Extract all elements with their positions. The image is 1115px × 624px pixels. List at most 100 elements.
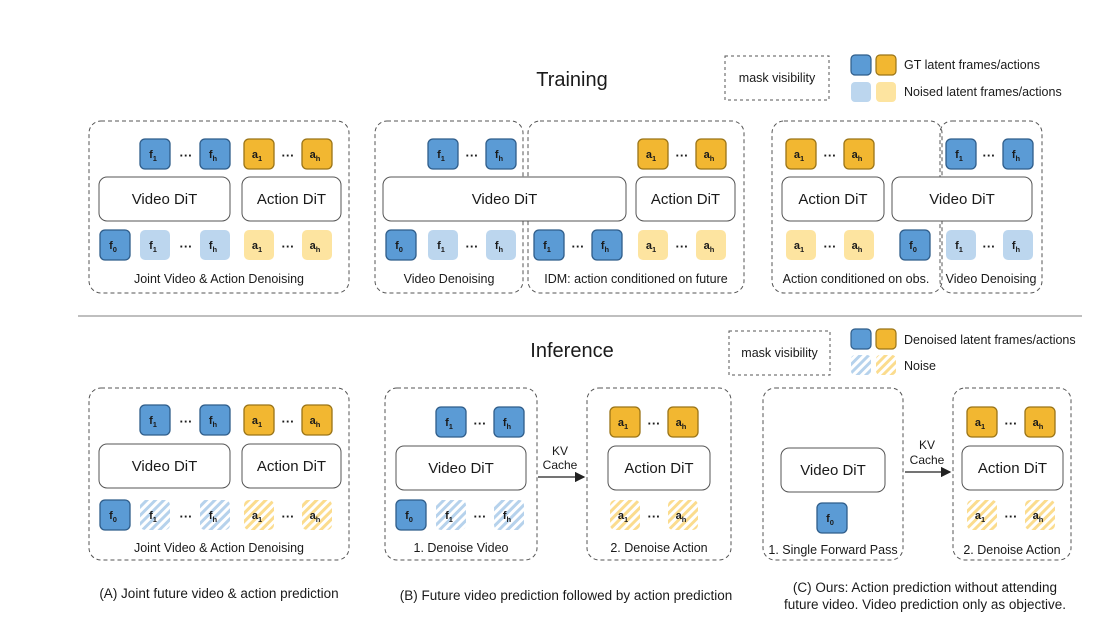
- token-a1: [966, 406, 998, 438]
- inference-panel-a: f1 ··· fh a1 ··· ah Video DiT Action DiT…: [88, 387, 350, 561]
- ellipsis: ···: [824, 148, 837, 163]
- token-ah: [668, 500, 698, 530]
- token-label: f1: [437, 240, 445, 254]
- token-f0: [99, 499, 131, 531]
- mask-visibility-legend-box: [724, 55, 830, 101]
- action-dit-label: Action DiT: [257, 191, 326, 208]
- token-label: ah: [1033, 510, 1044, 524]
- mask-visibility-legend-label: mask visibility: [739, 71, 816, 85]
- token-a1: [243, 138, 275, 170]
- legend-denoised-label: Denoised latent frames/actions: [904, 333, 1076, 347]
- token-ah: [302, 500, 332, 530]
- inference-panel-b-caption-left: 1. Denoise Video: [414, 541, 509, 555]
- token-label: fh: [209, 415, 218, 429]
- token-label: a1: [252, 510, 262, 524]
- inference-panel-c-caption-left: 1. Single Forward Pass: [768, 543, 897, 557]
- token-ah: [844, 230, 874, 260]
- video-dit-label: Video DiT: [428, 460, 494, 477]
- token-label: a1: [646, 240, 656, 254]
- token-a1: [610, 500, 640, 530]
- token-label: fh: [209, 149, 218, 163]
- token-fh: [493, 406, 525, 438]
- video-dit-block: [891, 176, 1033, 222]
- token-f1: [427, 138, 459, 170]
- token-label: a1: [794, 149, 804, 163]
- token-ah: [1024, 406, 1056, 438]
- legend-denoised-video-swatch: [850, 328, 872, 350]
- inference-title: Inference: [530, 340, 613, 362]
- token-f1: [945, 138, 977, 170]
- video-dit-label: Video DiT: [132, 191, 198, 208]
- token-label: ah: [310, 149, 321, 163]
- token-f0: [899, 229, 931, 261]
- token-label: fh: [503, 510, 512, 524]
- mask-visibility-legend-label: mask visibility: [741, 346, 818, 360]
- action-dit-block: [635, 176, 736, 222]
- token-a1: [638, 230, 668, 260]
- token-label: a1: [618, 417, 628, 431]
- inference-panel-c: Video DiT f0 1. Single Forward Pass KV C…: [762, 387, 1072, 561]
- training-panel-c-caption-right: Video Denoising: [946, 272, 1037, 286]
- ellipsis: ···: [1005, 416, 1018, 431]
- token-fh: [1003, 230, 1033, 260]
- token-f1: [946, 230, 976, 260]
- token-label: f1: [445, 510, 453, 524]
- caption-c-line1: (C) Ours: Action prediction without atte…: [793, 580, 1057, 595]
- token-label: a1: [975, 417, 985, 431]
- legend-noised-label: Noised latent frames/actions: [904, 85, 1062, 99]
- inference-panel-b-caption-right: 2. Denoise Action: [610, 541, 707, 555]
- legend-denoised-action-swatch: [875, 328, 897, 350]
- token-ah: [302, 230, 332, 260]
- caption-c-line2: future video. Video prediction only as o…: [784, 597, 1066, 612]
- mask-visibility-legend-box: [728, 330, 831, 376]
- video-dit-label: Video DiT: [800, 462, 866, 479]
- legend-noise-video-swatch: [851, 355, 871, 375]
- token-label: f0: [405, 510, 413, 524]
- action-dit-block: [241, 176, 342, 222]
- token-label: a1: [252, 415, 262, 429]
- training-panel-c-caption-left: Action conditioned on obs.: [783, 272, 930, 286]
- inference-panel-b-right-frame: [586, 387, 732, 561]
- token-label: ah: [1033, 417, 1044, 431]
- video-dit-label: Video DiT: [132, 458, 198, 475]
- token-label: fh: [1012, 240, 1021, 254]
- token-fh: [591, 229, 623, 261]
- ellipsis: ···: [282, 509, 295, 524]
- token-fh: [486, 230, 516, 260]
- token-f0: [99, 229, 131, 261]
- token-label: f1: [445, 417, 453, 431]
- token-label: f0: [395, 240, 403, 254]
- action-dit-block: [607, 445, 711, 491]
- token-ah: [1025, 500, 1055, 530]
- token-a1: [786, 230, 816, 260]
- token-f1: [140, 500, 170, 530]
- token-label: f1: [149, 240, 157, 254]
- legend-gt-action-swatch: [875, 54, 897, 76]
- token-label: f1: [437, 149, 445, 163]
- training-title: Training: [536, 69, 608, 91]
- action-dit-block: [781, 176, 885, 222]
- training-panel-b-left-frame: [374, 120, 524, 294]
- token-label: f0: [109, 240, 117, 254]
- token-ah: [301, 404, 333, 436]
- legend-gt-label: GT latent frames/actions: [904, 58, 1040, 72]
- kv-cache-label-line1: KV: [552, 444, 568, 458]
- token-label: a1: [252, 149, 262, 163]
- ellipsis: ···: [466, 239, 479, 254]
- kv-cache-label-line2: Cache: [910, 453, 945, 467]
- token-label: f1: [543, 240, 551, 254]
- token-label: a1: [794, 240, 804, 254]
- token-label: f0: [109, 510, 117, 524]
- token-ah: [301, 138, 333, 170]
- video-dit-block: [780, 447, 886, 493]
- legend-noise-label: Noise: [904, 359, 936, 373]
- kv-cache-label-line2: Cache: [543, 458, 578, 472]
- inference-panel-a-caption: Joint Video & Action Denoising: [134, 541, 304, 555]
- token-label: fh: [495, 240, 504, 254]
- ellipsis: ···: [983, 239, 996, 254]
- ellipsis: ···: [474, 416, 487, 431]
- kv-cache-label-line1: KV: [919, 438, 935, 452]
- training-panel-b-caption-left: Video Denoising: [404, 272, 495, 286]
- token-label: f1: [149, 510, 157, 524]
- ellipsis: ···: [282, 148, 295, 163]
